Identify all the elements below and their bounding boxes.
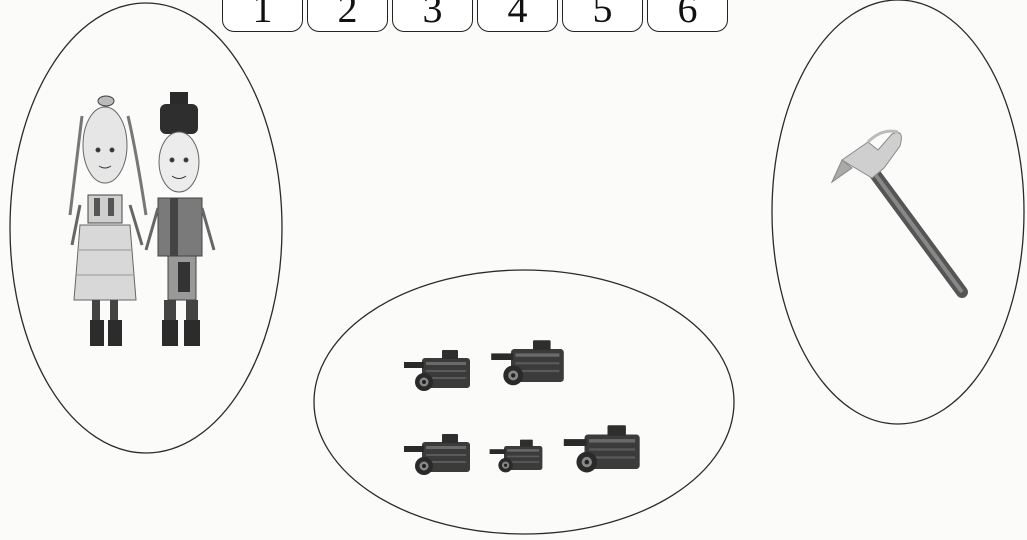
hammer-icon: [832, 131, 962, 292]
group-cameras[interactable]: [314, 270, 734, 534]
video-camera-icon: [404, 434, 470, 475]
boy-icon: [146, 92, 214, 346]
group-hammer[interactable]: [772, 0, 1024, 424]
group-oval-children: [10, 3, 282, 453]
group-oval-cameras: [314, 270, 734, 534]
video-camera-icon: [491, 340, 564, 385]
video-camera-icon: [490, 440, 543, 473]
girl-icon: [70, 96, 146, 346]
group-children[interactable]: [10, 3, 282, 453]
video-camera-icon: [404, 350, 470, 391]
video-camera-icon: [564, 425, 640, 472]
